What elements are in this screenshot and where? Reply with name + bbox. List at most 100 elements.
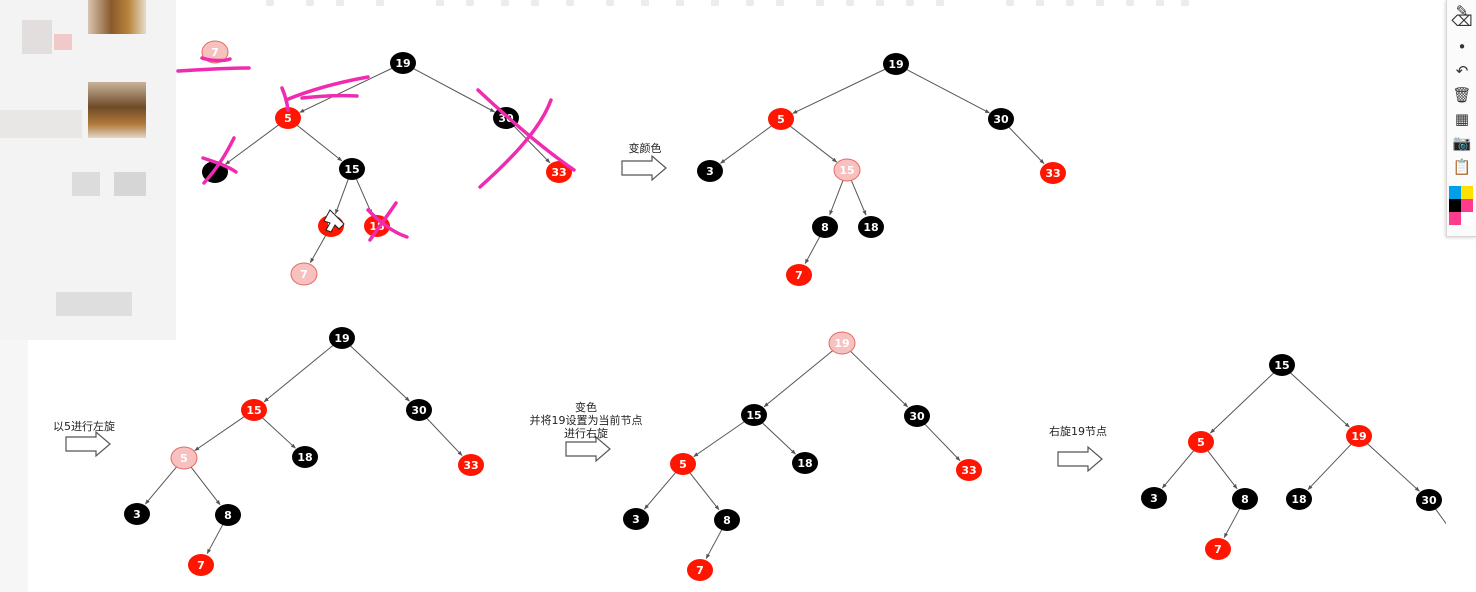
node-circle <box>697 160 723 182</box>
node-circle <box>1286 488 1312 510</box>
node-label: 33 <box>463 459 478 472</box>
ink-stroke <box>300 93 359 100</box>
node-circle <box>215 504 241 526</box>
node-label: 19 <box>834 337 849 350</box>
node-circle <box>741 404 767 426</box>
ink-layer <box>176 56 576 242</box>
blurred-block <box>0 110 82 138</box>
tree-node: 15 <box>833 158 861 182</box>
tree-node: 19 <box>329 327 355 349</box>
red-black-tree-diagram: 1953015338187719530315338187191530518333… <box>65 40 1446 581</box>
color-swatch[interactable] <box>1461 186 1473 199</box>
toolbar-ghost-icon <box>1156 0 1164 6</box>
tree-node: 8 <box>812 216 838 238</box>
node-label: 3 <box>133 508 141 521</box>
tree-node: 3 <box>623 508 649 530</box>
tree-node: 19 <box>390 52 416 74</box>
tree-node: 18 <box>858 216 884 238</box>
dot-icon[interactable]: • <box>1457 38 1467 56</box>
toolbar-ghost-icon <box>336 0 344 6</box>
node-label: 5 <box>284 112 292 125</box>
tree-node: 33 <box>1040 162 1066 184</box>
node-label: 30 <box>411 404 427 417</box>
toolbar-ghost-icon <box>906 0 914 6</box>
tree-edge <box>763 349 834 408</box>
presentation-icon[interactable]: ▦ <box>1454 110 1470 128</box>
node-label: 8 <box>821 221 829 234</box>
node-label: 15 <box>1274 359 1289 372</box>
node-label: 33 <box>1045 167 1060 180</box>
color-swatch[interactable] <box>1461 199 1473 212</box>
toolbar-ghost-icon <box>466 0 474 6</box>
node-label: 18 <box>1291 493 1306 506</box>
clipboard-icon[interactable]: 📋 <box>1452 158 1472 176</box>
tree-edge <box>1207 450 1238 490</box>
tree-node: 33 <box>956 459 982 481</box>
node-label: 7 <box>696 564 704 577</box>
tree-node: 7 <box>290 262 318 286</box>
color-swatch[interactable] <box>1449 199 1461 212</box>
step-arrow-recolor <box>621 154 667 182</box>
toolbar-ghost-icon <box>566 0 574 6</box>
tree-edge <box>1161 450 1195 489</box>
ink-stroke <box>478 98 553 189</box>
toolbar-ghost-icon <box>501 0 509 6</box>
undo-icon[interactable]: ↶ <box>1455 62 1469 80</box>
ink-stroke <box>368 201 398 242</box>
blurred-avatar <box>88 82 146 138</box>
eraser-icon[interactable]: ⌫ <box>1451 12 1473 30</box>
tree-edge <box>296 124 343 162</box>
node-label: 19 <box>888 58 903 71</box>
node-circle <box>275 107 301 129</box>
color-swatch[interactable] <box>1449 186 1461 199</box>
tree-edge <box>144 466 178 505</box>
tree-edge <box>190 466 221 506</box>
node-label: 7 <box>1214 543 1222 556</box>
node-circle <box>858 216 884 238</box>
node-circle <box>406 399 432 421</box>
tree-node: 5 <box>1188 431 1214 453</box>
node-circle <box>792 452 818 474</box>
tree-node: 5 <box>768 108 794 130</box>
node-circle <box>170 446 198 470</box>
trash-icon[interactable]: 🗑 <box>1452 86 1472 104</box>
toolbar-ghost-icon <box>306 0 314 6</box>
ink-stroke <box>176 66 251 73</box>
node-label: 15 <box>746 409 761 422</box>
toolbar-ghost-icon <box>436 0 444 6</box>
toolbar-ghost-icon <box>1126 0 1134 6</box>
toolbar-ghost-icon <box>531 0 539 6</box>
camera-icon[interactable]: 📷 <box>1452 134 1472 152</box>
tree-edge <box>905 68 990 114</box>
edges-layer <box>144 67 1446 560</box>
color-swatch[interactable] <box>1449 212 1461 225</box>
tree-node: 7 <box>1205 538 1231 560</box>
node-circle <box>670 453 696 475</box>
toolbar-ghost-icon <box>641 0 649 6</box>
ink-stroke <box>202 136 236 185</box>
toolbar-ghost-icon <box>1066 0 1074 6</box>
tree-edge <box>426 417 463 456</box>
color-palette-icon[interactable] <box>1449 186 1475 234</box>
tree-node: 19 <box>883 53 909 75</box>
node-label: 18 <box>297 451 312 464</box>
node-label: 30 <box>993 113 1009 126</box>
pencil-icon[interactable]: ✎ <box>1455 2 1469 20</box>
tree-edge <box>761 422 796 455</box>
tree-edge <box>1223 508 1241 539</box>
tree-node: 30 <box>904 405 930 427</box>
tree-edge <box>1008 126 1045 164</box>
node-circle <box>956 459 982 481</box>
node-circle <box>833 158 861 182</box>
step-arrow-rotate-left <box>65 430 111 458</box>
node-label: 30 <box>909 410 925 423</box>
node-label: 7 <box>211 46 219 59</box>
color-swatch[interactable] <box>1461 212 1473 225</box>
tree-node: 3 <box>124 503 150 525</box>
node-circle <box>292 446 318 468</box>
tree-node: 18 <box>792 452 818 474</box>
ink-stroke <box>366 208 409 239</box>
blurred-avatar <box>88 0 146 34</box>
node-circle <box>1416 489 1442 511</box>
toolbar-ghost-icon <box>816 0 824 6</box>
